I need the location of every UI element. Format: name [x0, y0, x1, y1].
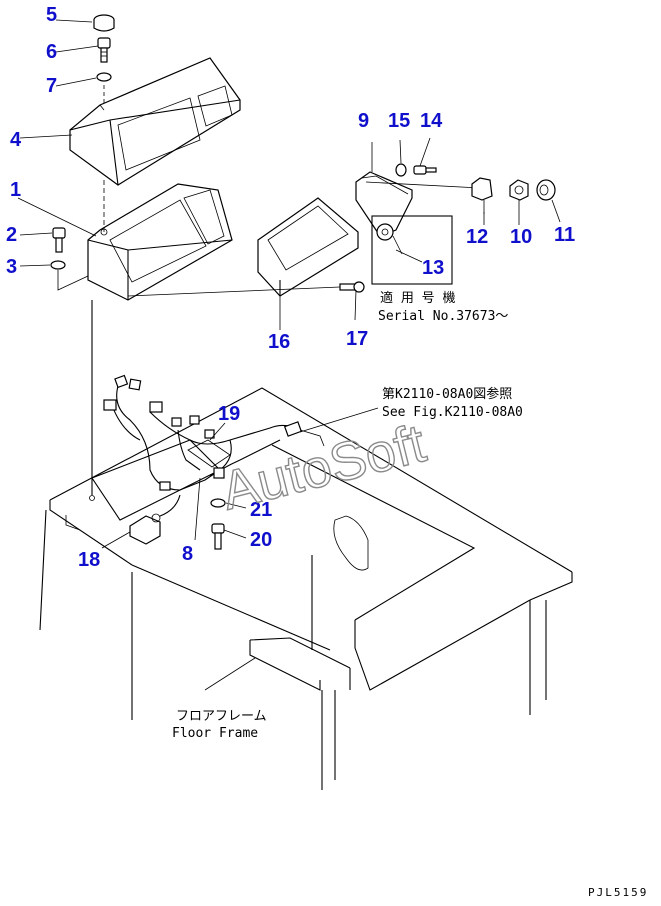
harness-part-8	[159, 494, 181, 517]
washer-part-7	[96, 72, 112, 82]
callout-17: 17	[346, 328, 368, 350]
callout-8: 8	[182, 543, 193, 565]
callout-12: 12	[466, 226, 488, 248]
serial-note-jp: 適 用 号 機	[380, 290, 455, 306]
leader-lines	[17, 19, 561, 549]
leader-floor	[204, 657, 256, 691]
callout-9: 9	[358, 110, 369, 132]
screw-part-14	[413, 165, 437, 175]
bracket-part-9	[355, 171, 413, 237]
cover-part-4	[69, 57, 241, 186]
callout-1: 1	[10, 179, 21, 201]
cap-part-11	[536, 179, 556, 201]
mount-hole	[89, 495, 95, 501]
callout-6: 6	[46, 41, 57, 63]
floor-frame	[39, 387, 573, 790]
serial-note-en: Serial No.37673～	[378, 309, 508, 324]
callout-11: 11	[554, 224, 575, 246]
bolt-part-2	[52, 227, 66, 253]
display-panel-part-16	[257, 197, 359, 297]
axis-switch	[365, 181, 481, 189]
callout-3: 3	[6, 256, 17, 278]
leader-3	[57, 270, 89, 291]
notes: 適 用 号 機 Serial No.37673～ 第K2110-08A0図参照 …	[172, 290, 648, 899]
switch-detail-part-13	[376, 223, 403, 255]
callout-4: 4	[10, 129, 22, 151]
ref-note-en: See Fig.K2110-08A0	[382, 405, 523, 420]
floor-frame-label-en: Floor Frame	[172, 726, 258, 741]
panel-frame-part-1	[87, 183, 233, 301]
callout-5: 5	[46, 4, 57, 26]
callout-7: 7	[46, 75, 57, 97]
nut-part-10	[509, 179, 529, 201]
washer-part-21	[210, 498, 226, 508]
connector-part-18	[129, 513, 161, 545]
callout-14: 14	[420, 110, 443, 132]
callout-16: 16	[268, 331, 290, 353]
bolt-part-17	[339, 281, 365, 293]
switch-part-12	[471, 177, 493, 214]
ref-note-jp: 第K2110-08A0図参照	[382, 386, 512, 402]
washer-part-3	[50, 260, 66, 270]
callout-13: 13	[422, 257, 444, 279]
serial-box	[371, 215, 453, 285]
callout-15: 15	[388, 110, 410, 132]
bolt-part-6	[97, 37, 111, 63]
cap-part-5	[93, 14, 115, 32]
floor-frame-label-jp: フロアフレーム	[176, 709, 267, 724]
callout-20: 20	[250, 529, 272, 551]
callout-19: 19	[218, 403, 240, 425]
watermark-text: AutoSoft	[216, 413, 432, 521]
washer-part-15	[395, 163, 407, 177]
wire-harness-part-19	[103, 374, 325, 491]
callout-18: 18	[78, 549, 100, 571]
drawing-code: PJL5159	[588, 886, 648, 899]
callouts: 5 6 7 4 1 2 3 16 17 9 15 14 12 10 11 13 …	[6, 4, 575, 571]
callout-10: 10	[510, 226, 532, 248]
leader-17	[127, 286, 341, 297]
callout-2: 2	[6, 224, 17, 246]
bolt-part-20	[211, 523, 225, 550]
callout-21: 21	[250, 499, 272, 521]
